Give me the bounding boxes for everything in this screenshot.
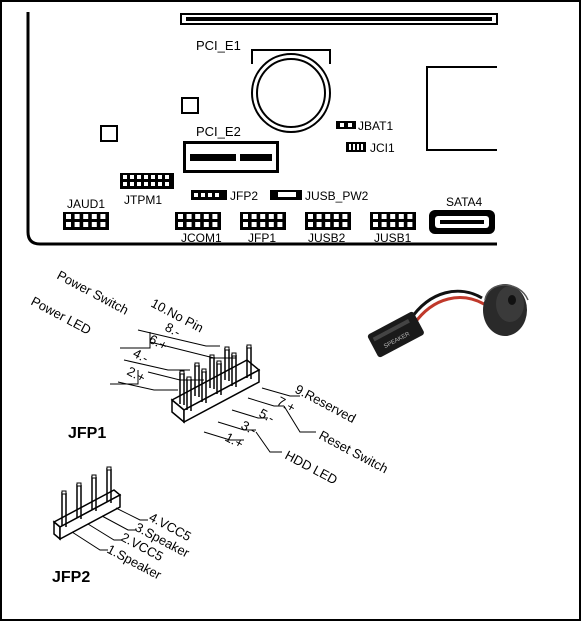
jfp2-board-label: JFP2 [230,189,258,203]
jusb2-header [305,212,351,230]
jfp1-right-pin-5: 1.+ [223,429,246,451]
jcom1-label: JCOM1 [181,231,222,245]
jfp1-left-pin-4: 4.- [131,345,151,365]
jbat1-label: JBAT1 [358,119,393,133]
jaud1-label: JAUD1 [67,197,105,211]
jci1-label: JCI1 [370,141,395,155]
hdd-led-label: HDD LED [283,447,340,487]
jusb-pw2-label: JUSB_PW2 [305,189,369,203]
pci-e2-label: PCI_E2 [196,124,241,139]
jfp1-right-pin-3: 5.- [257,405,277,425]
jfp2-title: JFP2 [52,569,90,586]
jtpm1-label: JTPM1 [124,193,162,207]
speaker-buzzer: SPEAKER [367,284,529,358]
jfp1-right-pin-2: 7.+ [275,393,298,415]
speaker-plug [367,311,424,358]
jfp1-right-pin-4: 3.- [239,417,259,437]
jusb1-label: JUSB1 [374,231,412,245]
jusb2-label: JUSB2 [308,231,346,245]
pci-e1-label: PCI_E1 [196,38,241,53]
power-led-label: Power LED [29,293,94,337]
jfp1-header [170,344,261,424]
jfp1-title: JFP1 [68,425,106,442]
jfp1-left-pin-5: 2.+ [125,363,148,385]
jfp1-board-header [240,212,286,230]
jcom1-header [175,212,221,230]
jfp1-board-label: JFP1 [248,231,276,245]
jaud1-header [63,212,109,230]
jfp1-right-pin-1: 9.Reserved [293,381,359,425]
sata4-label: SATA4 [446,195,483,209]
motherboard: PCI_E1 JBAT1 JCI1 PCI_E2 JTPM1 [26,12,498,246]
jfp1-left-pin-2: 8.- [163,319,183,339]
jusb1-header [370,212,416,230]
jfp2-header [52,466,122,541]
